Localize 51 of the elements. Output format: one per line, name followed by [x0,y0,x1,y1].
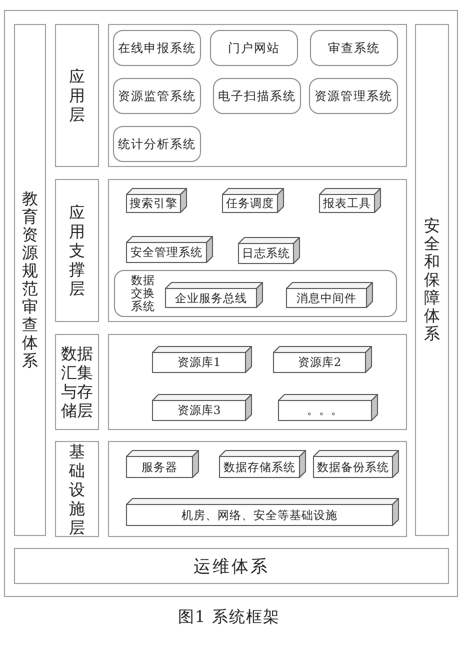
module-label: 安全管理系统 [130,245,202,260]
column-title: 安全和保障体系 [424,217,440,343]
module-label: 。。。 [307,403,343,418]
module-label: 任务调度 [226,196,274,211]
layer-panel [108,441,407,537]
module-label: 资源库3 [177,403,221,418]
system-box [113,30,201,66]
module-label: 数据存储系统 [224,460,296,474]
system-label: 审查系统 [328,40,380,56]
module-label: 服务器 [142,460,178,474]
side-column-panel [415,24,449,536]
layer-title: 应用支撑层 [68,203,86,298]
layer-title-panel [55,179,99,322]
module-label: 消息中间件 [296,290,356,306]
group-box [114,270,397,317]
layer-title: 基础设施层 [68,442,86,536]
system-label: 门户网站 [228,40,280,56]
layer-panel [108,24,407,167]
system-label: 资源管理系统 [314,88,392,104]
group-title: 数据交换系统 [131,274,155,313]
system-box [309,78,398,114]
layer-title-panel [55,24,99,167]
layer-title: 应用层 [68,67,86,124]
module-label: 企业服务总线 [175,290,247,306]
system-label: 在线申报系统 [118,40,196,56]
system-box [113,126,201,162]
module-label: 机房、网络、安全等基础设施 [182,508,338,522]
system-box [310,30,398,66]
bottom-bar [14,548,449,584]
column-title: 教育资源规范审查体系 [22,190,38,370]
bar-title: 运维体系 [194,556,270,578]
outer-frame [4,10,458,597]
figure-caption: 图1 系统框架 [178,607,280,626]
system-box [213,78,301,114]
module-label: 报表工具 [323,196,371,211]
module-label: 日志系统 [242,246,290,261]
system-label: 统计分析系统 [118,136,196,152]
side-column-panel [14,24,46,536]
module-label: 搜索引擎 [130,196,178,211]
system-box [113,78,201,114]
module-label: 资源库1 [177,355,221,370]
system-label: 资源监管系统 [118,88,196,104]
layer-title-panel [55,334,99,430]
layer-panel [108,179,407,322]
layer-panel [108,334,407,430]
system-box [210,30,298,66]
module-label: 资源库2 [298,355,342,370]
layer-title: 数据汇集与存储层 [60,344,94,420]
system-label: 电子扫描系统 [218,88,296,104]
module-label: 数据备份系统 [317,460,389,474]
layer-title-panel [55,441,99,537]
